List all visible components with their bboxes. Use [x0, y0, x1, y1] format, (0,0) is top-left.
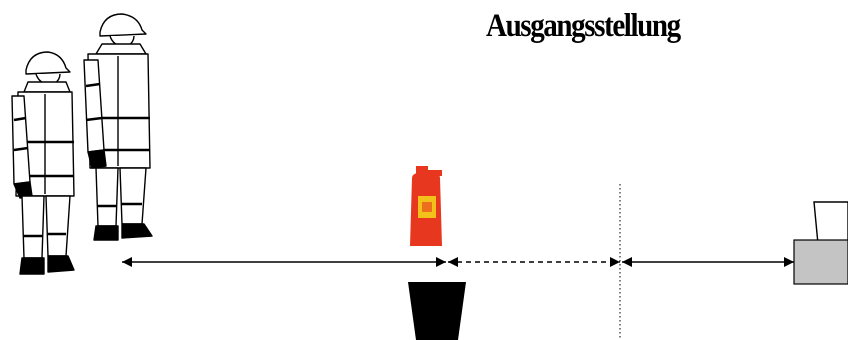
firefighter-icon [83, 13, 153, 241]
bucket-icon [408, 282, 466, 340]
fire-source-equipment-icon [793, 201, 848, 285]
firefighter-icon [11, 51, 75, 275]
diagram-title: Ausgangsstellung [486, 8, 681, 44]
fire-extinguisher-icon [410, 166, 442, 246]
